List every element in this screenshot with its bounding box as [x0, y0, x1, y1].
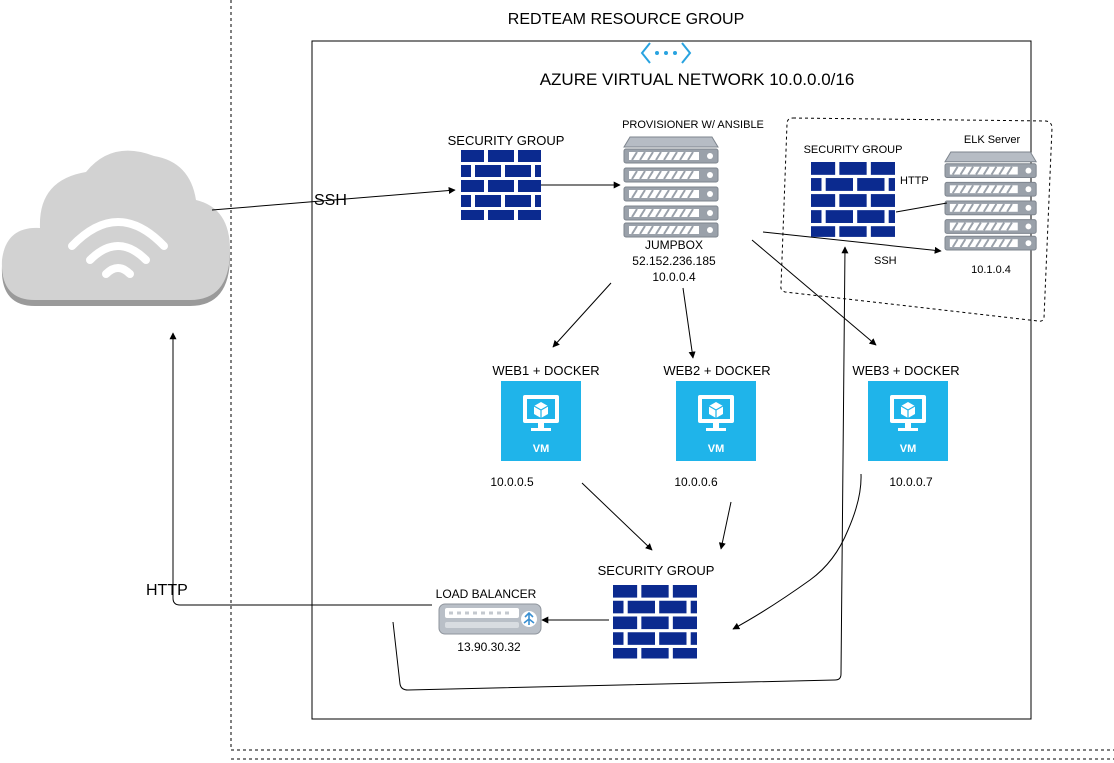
elk-http-label: HTTP — [900, 175, 929, 187]
web2-vm-badge: VM — [707, 443, 725, 455]
jumpbox-private-ip: 10.0.0.4 — [652, 270, 696, 284]
internet-ssh-label: SSH — [314, 192, 347, 209]
ssh-internet-to-sg-arrow — [211, 187, 456, 211]
elk-zone-boundary — [780, 117, 1053, 322]
elk-server-ip: 10.1.0.4 — [971, 264, 1011, 276]
jumpbox-to-elk-arrow — [762, 231, 942, 254]
elk-security-group-label: SECURITY GROUP — [803, 144, 903, 156]
security-group-top-firewall-icon — [461, 150, 541, 220]
resource-group-title: REDTEAM RESOURCE GROUP — [507, 11, 745, 28]
jumpbox-name: JUMPBOX — [644, 238, 704, 252]
connectors — [169, 181, 948, 691]
elk-server-label: ELK Server — [963, 134, 1021, 146]
jumpbox-public-ip: 52.152.236.185 — [632, 254, 716, 268]
internet-http-label: HTTP — [146, 582, 188, 599]
lb-to-internet-http-arrow — [169, 332, 432, 606]
jumpbox-to-web3-arrow — [751, 239, 877, 346]
web1-label: WEB1 + DOCKER — [492, 363, 600, 378]
virtual-network-icon — [640, 42, 692, 64]
jumpbox-to-web2-arrow — [682, 287, 696, 359]
elk-ssh-label: SSH — [874, 255, 897, 267]
security-group-bottom-label: SECURITY GROUP — [597, 563, 715, 578]
virtual-network-title: AZURE VIRTUAL NETWORK 10.0.0.0/16 — [539, 70, 855, 89]
load-balancer-label: LOAD BALANCER — [435, 587, 537, 601]
elk-server-icon — [944, 151, 1038, 251]
cloud-wifi-icon — [1, 150, 230, 306]
security-group-top-label: SECURITY GROUP — [447, 133, 565, 148]
elk-security-group-firewall-icon — [811, 162, 895, 237]
lb-to-elk-http-arrow — [392, 246, 849, 691]
jumpbox-to-web1-arrow — [552, 282, 612, 348]
web3-vm-badge: VM — [899, 443, 917, 455]
web2-to-sg-arrow — [718, 501, 732, 550]
load-balancer-ip: 13.90.30.32 — [457, 640, 521, 654]
web1-to-sg-arrow — [581, 482, 653, 551]
web3-to-lb-arrow — [732, 473, 862, 630]
elk-sg-to-server-line — [895, 202, 948, 213]
web1-vm-badge: VM — [532, 443, 550, 455]
virtual-network-boundary — [311, 40, 1032, 720]
web3-label: WEB3 + DOCKER — [852, 363, 960, 378]
load-balancer-icon — [438, 603, 542, 635]
web2-ip: 10.0.0.6 — [674, 475, 718, 489]
web3-ip: 10.0.0.7 — [889, 475, 933, 489]
jumpbox-server-icon — [623, 136, 719, 238]
web2-label: WEB2 + DOCKER — [663, 363, 771, 378]
jumpbox-title: PROVISIONER W/ ANSIBLE — [622, 119, 764, 131]
web1-ip: 10.0.0.5 — [490, 475, 534, 489]
resource-group-boundary — [230, 0, 1114, 760]
security-group-bottom-firewall-icon — [613, 585, 697, 659]
